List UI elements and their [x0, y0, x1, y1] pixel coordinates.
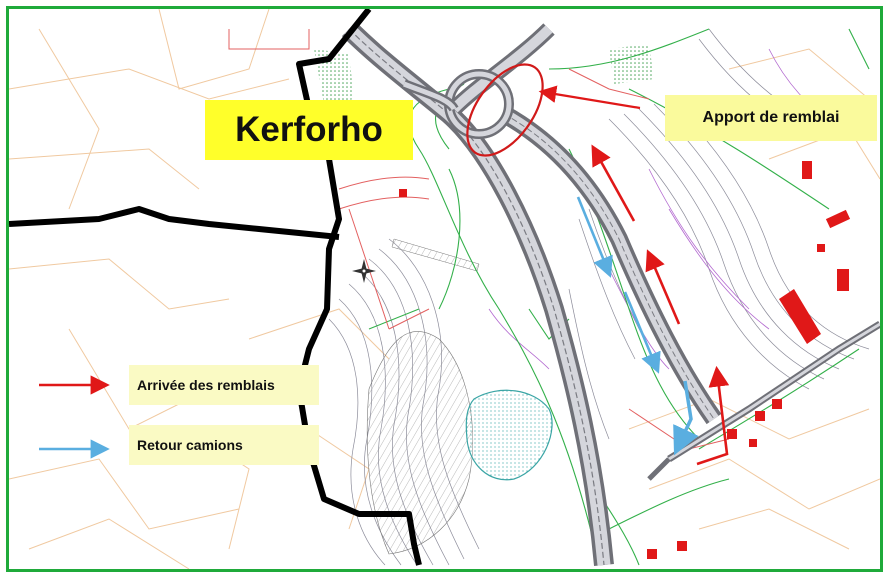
vegetation-area — [609, 44, 654, 84]
legend-fill-arrival: Arrivée des remblais — [129, 365, 319, 405]
legend-truck-return: Retour camions — [129, 425, 319, 465]
hatched-area — [366, 331, 474, 555]
highway — [341, 21, 722, 566]
fill-arrival-arrows — [591, 144, 730, 466]
buildings — [399, 161, 851, 559]
map-frame: Kerforho Apport de remblai Arrivée des r… — [6, 6, 883, 572]
annotation-arrow — [538, 85, 641, 110]
north-arrow-icon — [352, 259, 376, 283]
water-basin — [465, 389, 553, 481]
place-label: Kerforho — [205, 100, 413, 160]
commune-boundary — [9, 9, 422, 566]
truck-return-arrows — [576, 196, 699, 456]
annotation-label: Apport de remblai — [665, 95, 877, 141]
highlight-ellipse — [466, 63, 544, 157]
map-canvas — [9, 9, 880, 569]
local-road — [647, 321, 880, 481]
hatched-strip — [391, 238, 480, 272]
